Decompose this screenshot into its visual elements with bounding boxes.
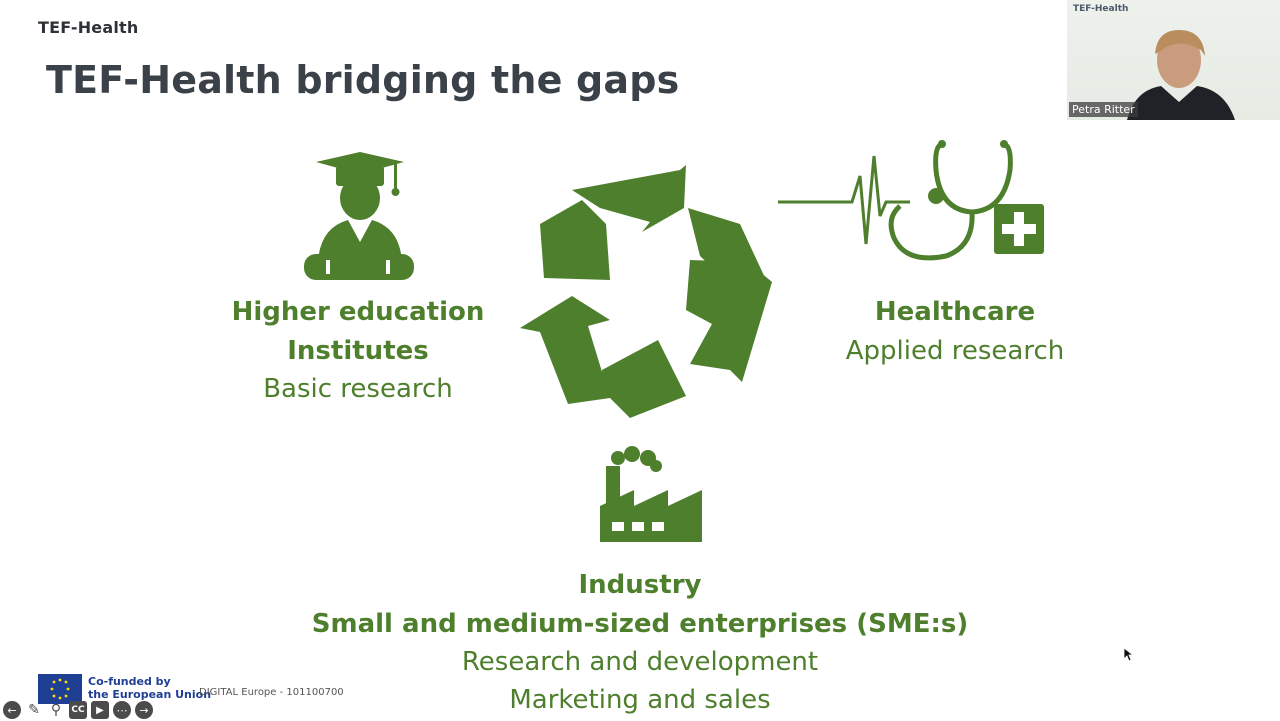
participant-name: Petra Ritter	[1069, 102, 1138, 117]
presentation-controls: ← ✎ ⚲ CC ▶ ⋯ →	[0, 699, 153, 721]
participant-video[interactable]: TEF-Health Petra Ritter	[1067, 0, 1280, 120]
cofunded-line1: Co-funded by	[88, 675, 171, 688]
stethoscope-icon	[778, 140, 1044, 261]
healthcare-title: Healthcare	[874, 297, 1036, 327]
research-development-label: Research and development	[461, 647, 819, 677]
video-logo-text: TEF-Health	[1073, 4, 1129, 14]
basic-research-label: Basic research	[263, 374, 453, 404]
video-icon[interactable]: ▶	[91, 701, 109, 719]
factory-icon	[600, 446, 702, 542]
recycle-icon	[520, 165, 772, 418]
higher-education-subtitle: Institutes	[287, 336, 429, 366]
marketing-sales-label: Marketing and sales	[509, 685, 771, 715]
next-slide-icon[interactable]: →	[135, 701, 153, 719]
participant-avatar	[1127, 30, 1235, 120]
captions-icon[interactable]: CC	[69, 701, 87, 719]
previous-slide-icon[interactable]: ←	[3, 701, 21, 719]
grant-label: DIGITAL Europe - 101100700	[199, 687, 344, 698]
brand-label: TEF-Health	[38, 18, 139, 37]
more-icon[interactable]: ⋯	[113, 701, 131, 719]
pen-icon[interactable]: ✎	[28, 702, 40, 718]
slide-title: TEF-Health bridging the gaps	[46, 58, 680, 102]
higher-education-title: Higher education	[231, 297, 485, 327]
industry-title: Industry	[578, 570, 702, 600]
mouse-cursor-icon	[1124, 648, 1134, 662]
cofunded-label: Co-funded by the European Union	[88, 675, 211, 701]
graduate-icon	[304, 152, 414, 280]
eu-flag-icon	[38, 674, 82, 704]
zoom-icon[interactable]: ⚲	[50, 702, 62, 718]
cofunded-line2: the European Union	[88, 688, 212, 701]
sme-label: Small and medium-sized enterprises (SME:…	[311, 609, 969, 639]
applied-research-label: Applied research	[845, 336, 1065, 366]
